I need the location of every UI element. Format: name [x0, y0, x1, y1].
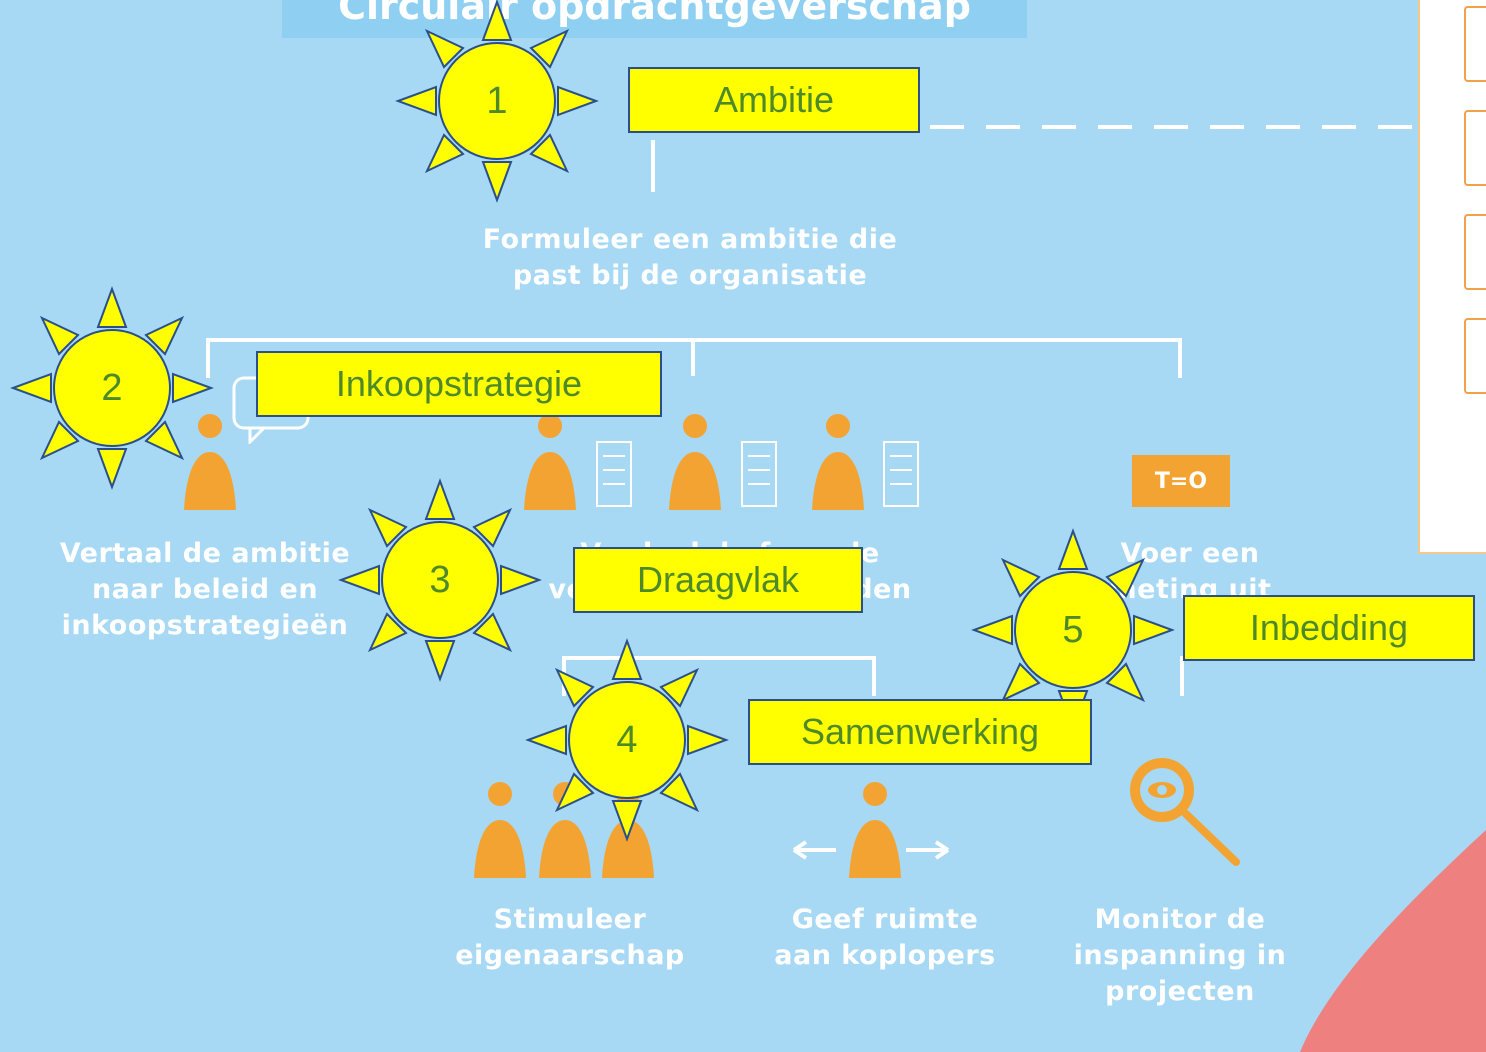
sun-number-3: 3 — [429, 558, 451, 601]
side-panel-box — [1464, 6, 1486, 82]
checklist-icon — [596, 441, 632, 507]
sun-icon-4 — [525, 638, 729, 842]
person-icon — [524, 414, 576, 510]
sun-icon-1 — [395, 0, 599, 203]
sun-number-2: 2 — [101, 366, 123, 409]
side-panel-box — [1464, 110, 1486, 186]
checklist-icon — [741, 441, 777, 507]
connector-line — [872, 656, 876, 696]
sun-number-4: 4 — [616, 718, 638, 761]
label-ambitie: Ambitie — [628, 67, 920, 133]
label-samenwerking: Samenwerking — [748, 699, 1092, 765]
arrows-icon — [792, 840, 950, 860]
label-inbedding: Inbedding — [1183, 595, 1475, 661]
branch-line — [562, 656, 876, 660]
person-icon — [184, 414, 236, 510]
person-icon — [474, 782, 526, 878]
person-icon — [812, 414, 864, 510]
connector-line — [691, 338, 695, 376]
connector-line — [1178, 338, 1182, 378]
side-panel-box — [1464, 318, 1486, 394]
person-icon — [849, 782, 901, 878]
sun-icon-2 — [10, 286, 214, 490]
magnifier-icon — [1130, 758, 1240, 866]
person-icon — [669, 414, 721, 510]
sun-number-1: 1 — [486, 79, 508, 122]
corner-shape — [1300, 830, 1486, 1052]
connector-line — [206, 338, 210, 378]
sun-icon-3 — [338, 478, 542, 682]
label-inkoopstrategie: Inkoopstrategie — [256, 351, 662, 417]
dashed-connector — [930, 125, 1418, 129]
sun-icon-5 — [971, 528, 1175, 732]
side-panel-box — [1464, 214, 1486, 290]
sun-number-5: 5 — [1062, 608, 1084, 651]
t-zero-icon: T=O — [1132, 455, 1230, 507]
label-draagvlak: Draagvlak — [573, 547, 863, 613]
connector-line — [651, 140, 655, 192]
connector-line — [1180, 656, 1184, 696]
checklist-icon — [883, 441, 919, 507]
diagram-title: Circulair opdrachtgeverschap — [282, 0, 1027, 38]
